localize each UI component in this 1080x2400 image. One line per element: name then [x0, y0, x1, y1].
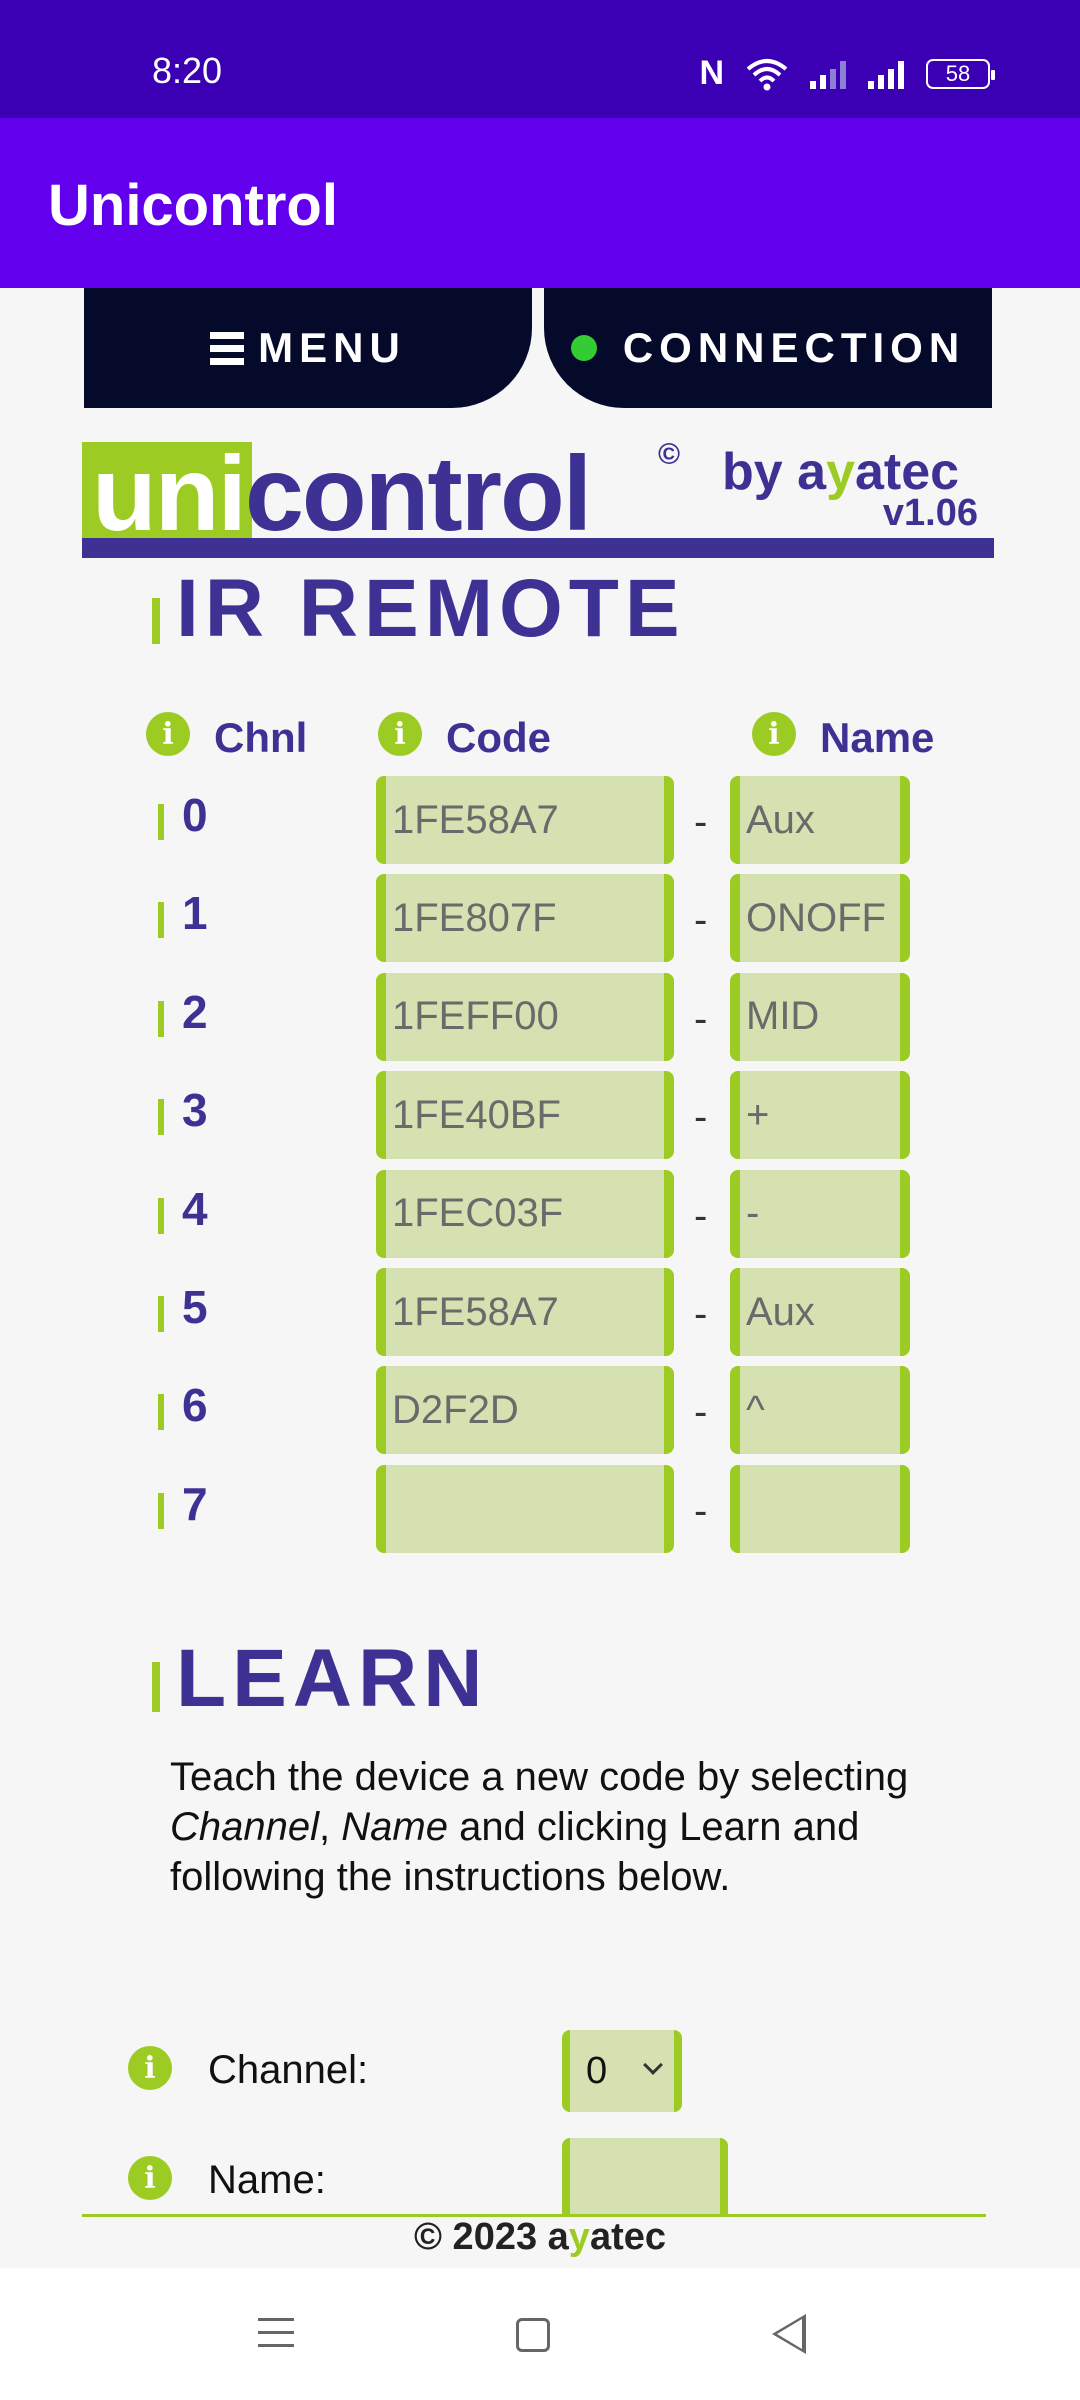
- column-header-channel: Chnl: [214, 714, 308, 761]
- separator-dash: -: [694, 1095, 708, 1140]
- footer-divider: [82, 2214, 986, 2217]
- logo-band: [82, 538, 994, 558]
- signal-icon-sim2: [868, 59, 904, 89]
- connection-button[interactable]: CONNECTION: [544, 288, 992, 408]
- channel-bar: [158, 1099, 164, 1136]
- learn-heading-bar: [152, 1662, 160, 1712]
- separator-dash: -: [694, 1193, 708, 1238]
- recent-apps-icon[interactable]: [258, 2318, 294, 2347]
- separator-dash: -: [694, 898, 708, 943]
- code-field[interactable]: 1FE807F: [376, 874, 674, 963]
- channel-bar: [158, 1000, 164, 1037]
- name-field[interactable]: Aux: [730, 776, 910, 864]
- logo-uni-block: [82, 442, 252, 538]
- name-field[interactable]: [730, 1464, 910, 1553]
- channel-bar: [158, 1394, 164, 1431]
- column-header-code: Code: [446, 714, 551, 761]
- learn-channel-info-icon[interactable]: i: [128, 2046, 172, 2090]
- channel-bar: [158, 1296, 164, 1332]
- channel-number: 7: [182, 1477, 208, 1530]
- learn-description: Teach the device a new code by selecting…: [170, 1755, 909, 1899]
- name-label: Name:: [208, 2158, 326, 2202]
- name-field[interactable]: +: [730, 1071, 910, 1160]
- channel-label: Channel:: [208, 2048, 369, 2092]
- separator-dash: -: [694, 1390, 708, 1435]
- status-time: 8:20: [152, 50, 223, 91]
- channel-bar: [158, 1492, 164, 1529]
- status-bar: 8:20 N 58: [0, 0, 1080, 118]
- wifi-icon: [746, 58, 788, 90]
- channel-info-icon[interactable]: i: [146, 712, 190, 756]
- hamburger-icon: [210, 331, 245, 365]
- nfc-icon: N: [699, 54, 724, 92]
- name-info-icon[interactable]: i: [752, 712, 796, 756]
- channel-number: 1: [182, 887, 208, 940]
- code-field[interactable]: 1FEFF00: [376, 972, 674, 1061]
- logo-wordmark: unicontrol: [92, 435, 592, 553]
- app-bar: Unicontrol: [0, 118, 1080, 288]
- separator-dash: -: [694, 996, 708, 1041]
- connection-label: CONNECTION: [622, 324, 966, 371]
- signal-icon-sim1: [810, 59, 846, 89]
- code-field[interactable]: [376, 1464, 674, 1553]
- code-field[interactable]: 1FE40BF: [376, 1071, 674, 1160]
- battery-level: 58: [945, 60, 971, 86]
- channel-select[interactable]: 0: [562, 2030, 682, 2112]
- footer-copyright: © 2023 ayatec: [414, 2216, 666, 2258]
- learn-name-info-icon[interactable]: i: [128, 2156, 172, 2200]
- unicontrol-logo: unicontrol © by ayatec v1.06: [82, 435, 994, 558]
- chevron-down-icon: [643, 2055, 663, 2075]
- app-title: Unicontrol: [48, 173, 338, 238]
- name-field[interactable]: Aux: [730, 1268, 910, 1356]
- connection-status-icon: [570, 335, 597, 361]
- channel-number: 4: [182, 1182, 208, 1235]
- home-icon[interactable]: [516, 2318, 550, 2352]
- code-field[interactable]: D2F2D: [376, 1366, 674, 1455]
- learn-title: LEARN: [176, 1633, 489, 1724]
- channel-select-value: 0: [586, 2049, 608, 2092]
- channel-number: 6: [182, 1379, 208, 1432]
- logo-by-ayatec: by ayatec: [722, 443, 960, 501]
- menu-button[interactable]: MENU: [84, 288, 532, 408]
- logo-copyright: ©: [658, 438, 681, 471]
- name-field[interactable]: -: [730, 1169, 910, 1258]
- code-field[interactable]: 1FE58A7: [376, 776, 674, 864]
- channel-number: 3: [182, 1084, 208, 1137]
- name-field[interactable]: ONOFF: [730, 874, 910, 963]
- system-navigation-bar: [0, 2268, 1080, 2400]
- code-field[interactable]: 1FEC03F: [376, 1169, 674, 1258]
- logo-version: v1.06: [882, 492, 978, 534]
- column-header-name: Name: [820, 714, 935, 761]
- name-field[interactable]: MID: [730, 972, 910, 1061]
- code-field[interactable]: 1FE58A7: [376, 1268, 674, 1356]
- menu-label: MENU: [258, 324, 406, 371]
- separator-dash: -: [694, 800, 708, 844]
- channel-bar: [158, 902, 164, 939]
- code-info-icon[interactable]: i: [378, 712, 422, 756]
- channel-bar: [158, 1197, 164, 1234]
- name-input[interactable]: [562, 2138, 728, 2220]
- channel-number: 2: [182, 985, 208, 1038]
- name-field[interactable]: ^: [730, 1366, 910, 1455]
- battery-icon: 58: [926, 58, 995, 89]
- status-icons: N 58: [699, 54, 995, 93]
- channel-bar: [158, 804, 164, 840]
- footer: [0, 2217, 1080, 2267]
- channel-number: 0: [182, 789, 208, 841]
- back-icon[interactable]: [772, 2314, 806, 2354]
- separator-dash: -: [694, 1488, 708, 1533]
- ir-remote-title: IR REMOTE: [176, 563, 686, 654]
- channel-number: 5: [182, 1281, 208, 1333]
- ir-remote-heading-bar: [152, 598, 160, 644]
- separator-dash: -: [694, 1292, 708, 1336]
